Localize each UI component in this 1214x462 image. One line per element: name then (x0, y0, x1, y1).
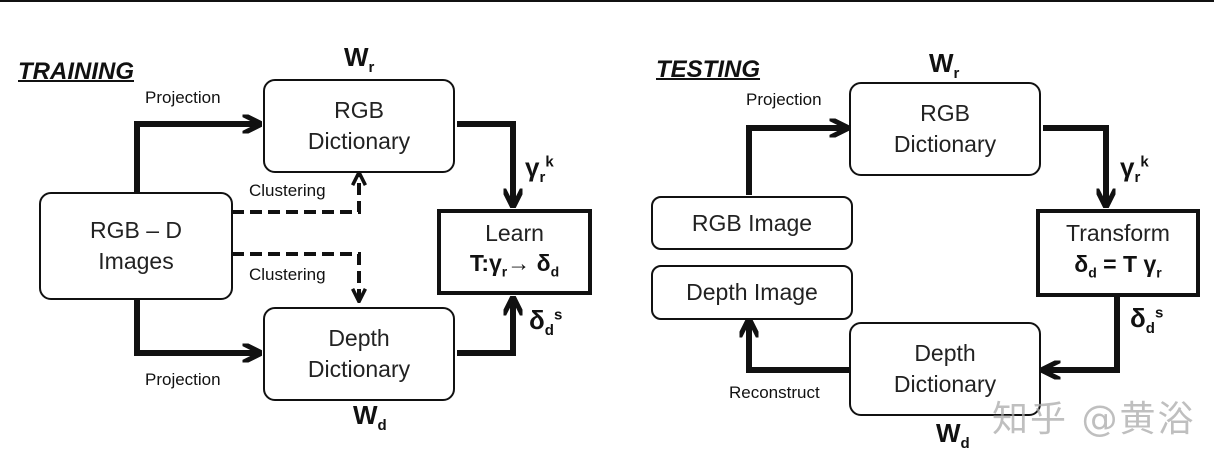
train-arrow-clustering-rgb (232, 174, 359, 214)
test-gamma-label: γrk (1120, 152, 1149, 186)
test-arrow-delta (1045, 297, 1120, 370)
test-arrow-gamma (1043, 125, 1106, 204)
test-wr-sub: r (953, 65, 960, 83)
top-border-line (0, 0, 1214, 2)
test-projection-label: Projection (746, 90, 822, 109)
train-projection-bottom-label: Projection (145, 370, 221, 389)
training-title: TRAINING (18, 58, 134, 85)
test-wr-label: Wr (929, 48, 959, 82)
learn-formula: T:γr→ δd (470, 248, 559, 287)
transform-formula: δd = T γr (1074, 249, 1161, 289)
train-gamma-label: γrk (525, 152, 554, 186)
transform-title: Transform (1066, 219, 1170, 246)
train-arrow-projection-rgb (134, 124, 258, 192)
test-rgb-dictionary-box: RGB Dictionary (849, 82, 1041, 176)
train-wd-label: Wd (353, 400, 387, 434)
rgbd-images-box: RGB – D Images (39, 192, 233, 300)
test-gamma-base: γ (1120, 152, 1135, 182)
test-delta-label: δds (1130, 303, 1163, 337)
train-depth-dict-line1: Depth (328, 325, 390, 351)
test-arrow-projection (746, 128, 845, 195)
train-clustering-top-label: Clustering (249, 181, 326, 200)
train-rgb-dictionary-box: RGB Dictionary (263, 79, 455, 173)
train-wr-label: Wr (344, 42, 374, 76)
learn-box: Learn T:γr→ δd (437, 209, 592, 295)
train-arrow-gamma (457, 121, 513, 204)
train-depth-dict-line2: Dictionary (307, 356, 411, 382)
test-depth-dictionary-box: Depth Dictionary (849, 322, 1041, 416)
train-rgb-dict-line2: Dictionary (307, 128, 411, 154)
train-clustering-bottom-label: Clustering (249, 265, 326, 284)
train-wr-sub: r (368, 59, 375, 77)
train-delta-base: δ (529, 305, 545, 335)
test-rgb-dict-line2: Dictionary (893, 131, 997, 157)
learn-formula-result-sub: d (550, 263, 560, 280)
rgbd-images-line1: RGB – D (89, 217, 183, 243)
transform-lhs-sub: d (1088, 264, 1097, 281)
test-delta-sub: d (1145, 320, 1155, 338)
train-depth-dictionary-box: Depth Dictionary (263, 307, 455, 401)
learn-title: Learn (485, 219, 544, 246)
train-arrow-delta (457, 300, 513, 356)
test-wd-label: Wd (936, 418, 970, 452)
train-wr-base: W (344, 42, 369, 72)
learn-formula-arrow: → (507, 249, 531, 276)
depth-image-label: Depth Image (686, 279, 818, 305)
learn-formula-sub: r (501, 263, 508, 280)
train-delta-sup: s (553, 306, 563, 324)
train-wd-base: W (353, 400, 378, 430)
train-delta-label: δds (529, 305, 562, 339)
train-arrow-projection-depth (134, 300, 258, 353)
rgbd-images-line2: Images (98, 248, 174, 274)
transform-eq: = T γ (1096, 250, 1157, 277)
train-gamma-sup: k (545, 153, 554, 171)
train-arrow-clustering-depth (232, 252, 359, 300)
test-wr-base: W (929, 48, 954, 78)
train-gamma-sub: r (539, 169, 546, 187)
test-wd-sub: d (960, 435, 970, 453)
transform-rhs-sub: r (1156, 264, 1162, 281)
transform-lhs: δ (1074, 250, 1089, 277)
test-depth-dict-line1: Depth (914, 340, 976, 366)
train-wd-sub: d (377, 417, 387, 435)
rgb-image-label: RGB Image (691, 209, 813, 236)
test-gamma-sub: r (1134, 169, 1141, 187)
test-gamma-sup: k (1140, 153, 1149, 171)
transform-box: Transform δd = T γr (1036, 209, 1200, 297)
test-arrow-reconstruct (749, 322, 850, 373)
train-delta-sub: d (544, 322, 554, 340)
train-projection-top-label: Projection (145, 88, 221, 107)
rgb-image-box: RGB Image (651, 196, 853, 250)
watermark: 知乎 @黄浴 (992, 399, 1196, 440)
test-depth-dict-line2: Dictionary (893, 371, 997, 397)
learn-formula-prefix: T:γ (469, 249, 502, 276)
test-rgb-dict-line1: RGB (920, 100, 970, 126)
reconstruct-label: Reconstruct (729, 383, 820, 402)
test-wd-base: W (936, 418, 961, 448)
testing-title: TESTING (656, 56, 761, 83)
depth-image-box: Depth Image (651, 265, 853, 320)
learn-formula-result: δ (536, 249, 551, 276)
train-rgb-dict-line1: RGB (334, 97, 384, 123)
test-delta-base: δ (1130, 303, 1146, 333)
test-delta-sup: s (1154, 304, 1164, 322)
train-gamma-base: γ (525, 152, 540, 182)
